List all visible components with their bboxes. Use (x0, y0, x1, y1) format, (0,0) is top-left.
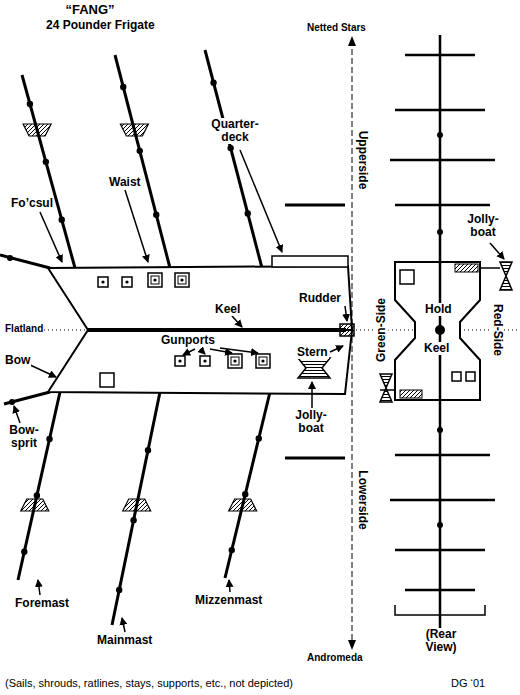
part-label: Hold (424, 303, 453, 316)
mast (205, 50, 262, 268)
mast-dot (130, 517, 136, 523)
mast (225, 392, 270, 578)
direction-label: Andromeda (306, 652, 364, 663)
crows-nest (123, 499, 151, 511)
mast-dot (120, 84, 126, 90)
mast-dot (227, 145, 233, 151)
mast-dot (137, 148, 143, 154)
mast (22, 75, 75, 268)
mast-label: Mizzenmast (194, 594, 263, 607)
mast-dot (242, 491, 248, 497)
mast-dot (145, 447, 151, 453)
mast-dot (21, 549, 27, 555)
mast-label: Foremast (14, 597, 70, 610)
direction-label: Netted Stars (306, 22, 367, 33)
part-label: Gunports (160, 334, 216, 347)
mast-dot (59, 217, 65, 223)
subtitle: 24 Pounder Frigate (45, 19, 156, 32)
mast-dot (245, 210, 251, 216)
crows-nest (21, 499, 49, 511)
mast-dot (210, 80, 216, 86)
caption: (Sails, shrouds, ratlines, stays, suppor… (4, 677, 294, 689)
axis-label: Upperside (355, 130, 368, 191)
part-label: Jolly-boat (288, 409, 334, 435)
mast-dot (229, 547, 235, 553)
mast-dot (116, 587, 122, 593)
view-label: (Rear View) (418, 628, 464, 654)
crows-nest (120, 124, 148, 136)
plane-label: Flatland (4, 323, 44, 334)
side-label: Red-Side (490, 303, 503, 357)
part-label: Stern (296, 346, 329, 359)
mast-dot (46, 436, 52, 442)
mast-label: Mainmast (96, 634, 153, 647)
mast (112, 392, 160, 625)
part-label: Bow (4, 354, 31, 367)
mast-dot (153, 212, 159, 218)
side-label: Green-Side (375, 297, 388, 363)
mast (115, 55, 170, 268)
mast-dot (256, 435, 262, 441)
crows-nest (229, 499, 257, 511)
part-label: Keel (214, 303, 241, 316)
crows-nest (23, 124, 51, 136)
part-label: Bow-sprit (4, 424, 44, 450)
mast (18, 392, 60, 580)
part-label: Rudder (298, 292, 342, 305)
axis-label: Lowerside (355, 469, 368, 530)
mast-dot (34, 492, 40, 498)
part-label: Waist (108, 176, 142, 189)
part-label: Jolly-boat (460, 213, 506, 239)
title: “FANG” (64, 3, 115, 17)
part-label: Quarter-deck (205, 118, 265, 144)
mast-dot (43, 159, 49, 165)
mast-dot (27, 101, 33, 107)
part-label: Fo’csul (10, 197, 54, 210)
signature: DG ‘01 (450, 677, 486, 689)
part-label: Keel (423, 342, 450, 355)
